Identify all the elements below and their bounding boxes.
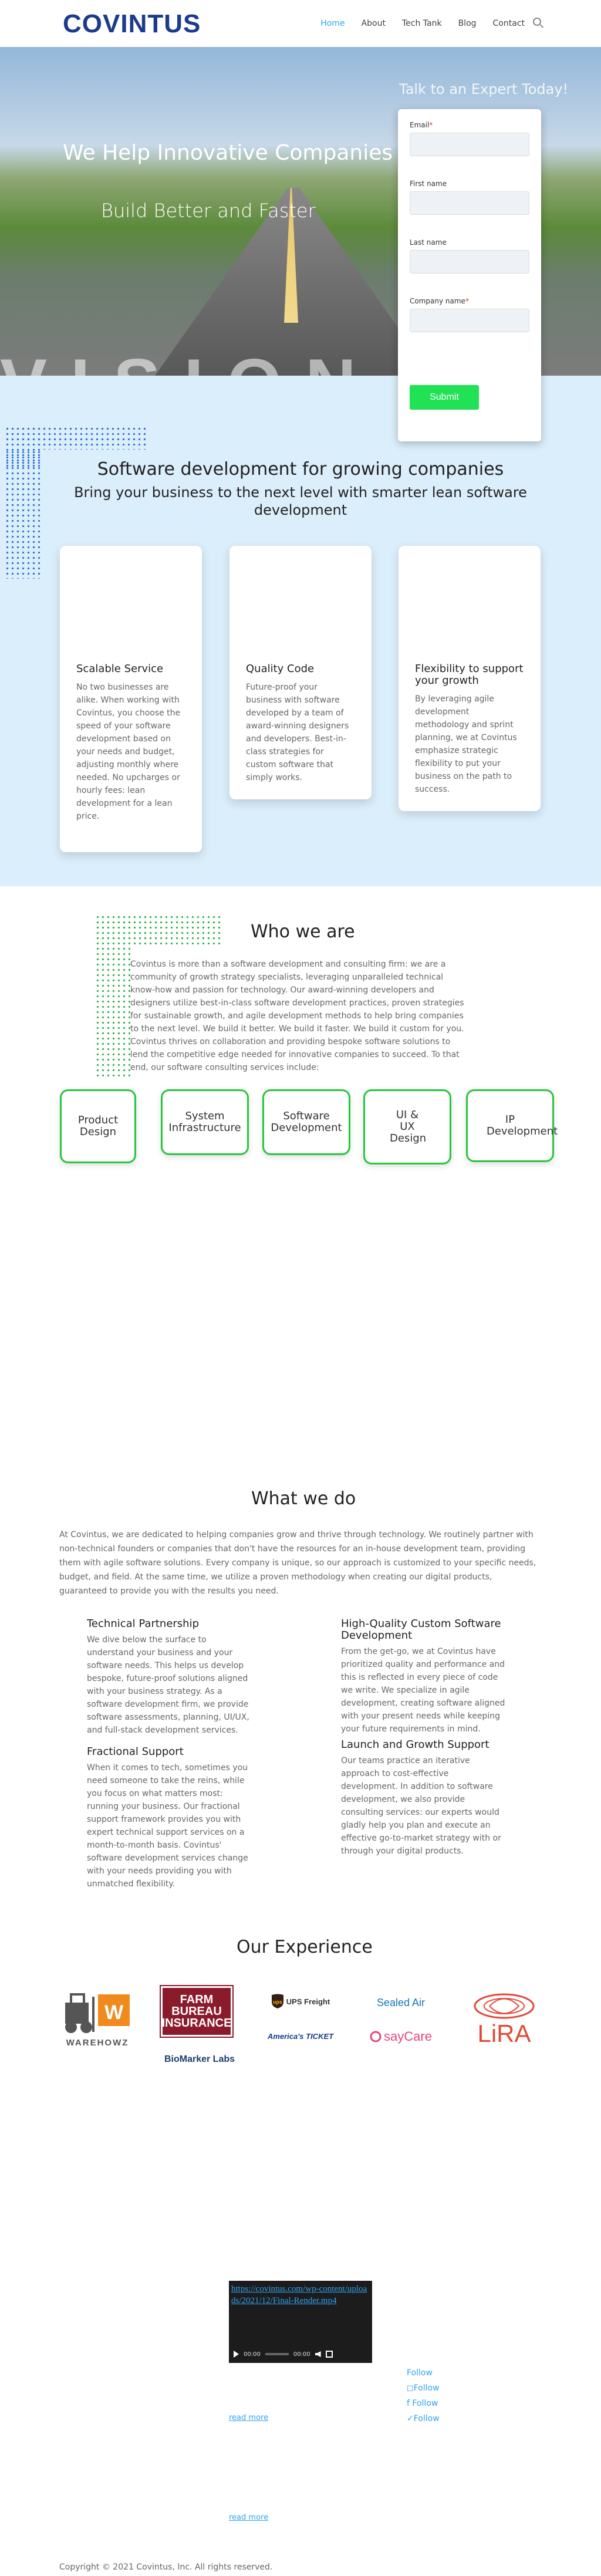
service-product-design[interactable]: Product Design — [60, 1089, 136, 1163]
service-software-development[interactable]: Software Development — [262, 1089, 350, 1155]
facebook-icon: f — [407, 2399, 413, 2408]
what-item-launch: Launch and Growth Support Our teams prac… — [341, 1739, 507, 1858]
main-nav: Home About Tech Tank Blog Contact — [320, 19, 525, 28]
client-logo-biomarker: BioMarker Labs — [164, 2054, 235, 2064]
company-name-field[interactable] — [410, 309, 529, 332]
what-item-technical: Technical Partnership We dive below the … — [87, 1618, 252, 1737]
client-logo-warehowz: W WAREHOWZ — [59, 1987, 136, 2051]
road-painted-word: VISION — [0, 343, 601, 376]
dot-pattern — [5, 450, 41, 579]
svg-text:ups: ups — [273, 1999, 282, 2005]
who-text: Covintus is more than a software develop… — [130, 960, 464, 1072]
video-link[interactable]: https://covintus.com/wp-content/uploads/… — [231, 2284, 367, 2305]
hero-corner-text: Talk to an Expert Today! — [399, 81, 569, 97]
what-item-title: Technical Partnership — [87, 1618, 200, 1630]
dot-pattern — [95, 914, 222, 947]
who-title: Who we are — [251, 921, 355, 942]
ups-shield-icon: ups — [271, 1994, 283, 2008]
what-item-text: From the get-go, we at Covintus have pri… — [341, 1647, 505, 1734]
client-logo-farm-bureau: FARM BUREAU INSURANCE — [160, 1985, 234, 2038]
what-item-quality: High-Quality Custom Software Development… — [341, 1618, 507, 1736]
volume-icon[interactable] — [315, 2351, 321, 2357]
nav-blog[interactable]: Blog — [458, 19, 477, 28]
card-scalable: Scalable Service No two businesses are a… — [60, 546, 202, 852]
hero-title: We Help Innovative Companies — [63, 141, 393, 165]
email-field[interactable] — [410, 133, 529, 156]
card-quality: Quality Code Future-proof your business … — [229, 546, 372, 799]
email-label: Email* — [410, 121, 433, 129]
last-name-label: Last name — [410, 238, 447, 247]
what-item-text: When it comes to tech, sometimes you nee… — [87, 1763, 248, 1889]
video-duration: 00:00 — [293, 2351, 310, 2358]
fullscreen-icon[interactable] — [325, 2351, 333, 2358]
software-subtitle: Bring your business to the next level wi… — [74, 484, 527, 518]
hero-subtitle: Build Better and Faster — [101, 200, 316, 222]
first-name-label: First name — [410, 180, 447, 188]
social-follow-facebook[interactable]: f Follow — [407, 2399, 438, 2408]
video-current-time: 00:00 — [244, 2351, 261, 2358]
lira-emblem-icon — [474, 1993, 535, 2019]
card-text: No two businesses are alike. When workin… — [76, 683, 181, 821]
software-title: Software development for growing compani… — [97, 459, 504, 480]
forklift-icon: W — [65, 1993, 130, 2033]
what-item-text: We dive below the surface to understand … — [87, 1635, 249, 1735]
copyright-text: Copyright © 2021 Covintus, Inc. All righ… — [59, 2563, 273, 2572]
play-icon[interactable] — [234, 2351, 239, 2358]
service-ui-ux-design[interactable]: UI & UX Design — [363, 1089, 451, 1164]
first-name-field[interactable] — [410, 191, 529, 215]
social-follow-twitter[interactable]: ✓Follow — [407, 2414, 440, 2423]
what-item-title: Fractional Support — [87, 1746, 184, 1758]
dot-pattern — [5, 426, 146, 450]
read-more-link-1[interactable]: read more — [229, 2413, 269, 2422]
software-section: Software development for growing compani… — [0, 376, 601, 886]
company-name-label: Company name* — [410, 297, 469, 305]
card-title: Scalable Service — [76, 663, 164, 675]
nav-about[interactable]: About — [361, 19, 386, 28]
client-logo-americas-ticket: America's TICKET — [267, 2031, 334, 2041]
card-title: Flexibility to support your growth — [415, 663, 524, 687]
client-logo-ups-freight: ups UPS Freight — [262, 1991, 339, 2012]
card-title: Quality Code — [246, 663, 315, 675]
client-logo-saycare: sayCare — [363, 2025, 439, 2048]
twitter-icon: ✓ — [407, 2414, 414, 2423]
what-item-title: High-Quality Custom Software Development — [341, 1618, 501, 1642]
social-follow-instagram[interactable]: ◻Follow — [407, 2383, 440, 2393]
client-logo-sealed-air: Sealed Air — [376, 1996, 426, 2008]
svg-text:W: W — [104, 2001, 124, 2024]
what-item-title: Launch and Growth Support — [341, 1738, 489, 1751]
what-item-text: Our teams practice an iterative approach… — [341, 1756, 501, 1856]
instagram-icon: ◻ — [407, 2383, 414, 2393]
client-logo-lira: LiRA — [468, 1987, 540, 2051]
read-more-link-2[interactable]: read more — [229, 2513, 269, 2522]
service-system-infrastructure[interactable]: System Infrastructure — [161, 1089, 249, 1155]
site-header: COVINTUS Home About Tech Tank Blog Conta… — [0, 0, 601, 47]
what-intro: At Covintus, we are dedicated to helping… — [59, 1530, 536, 1596]
nav-tech-tank[interactable]: Tech Tank — [401, 19, 442, 28]
card-text: By leveraging agile development methodol… — [415, 694, 517, 794]
submit-button[interactable]: Submit — [410, 385, 479, 410]
nav-home[interactable]: Home — [320, 19, 345, 28]
video-player[interactable]: https://covintus.com/wp-content/uploads/… — [229, 2281, 372, 2363]
what-title: What we do — [251, 1488, 356, 1509]
card-text: Future-proof your business with software… — [246, 683, 349, 782]
nav-contact[interactable]: Contact — [492, 19, 525, 28]
last-name-field[interactable] — [410, 250, 529, 274]
covintus-logo[interactable]: COVINTUS — [63, 9, 201, 38]
card-flexibility: Flexibility to support your growth By le… — [399, 546, 541, 811]
social-follow-1[interactable]: Follow — [407, 2368, 433, 2378]
saycare-icon — [370, 2031, 381, 2042]
video-progress-bar[interactable] — [265, 2353, 289, 2355]
contact-form: Email* First name Last name Company name… — [398, 109, 541, 441]
video-controls: 00:00 00:00 — [229, 2345, 372, 2363]
experience-title: Our Experience — [237, 1937, 373, 1957]
service-ip-development[interactable]: IP Development — [466, 1089, 558, 1162]
search-icon[interactable] — [533, 18, 541, 26]
what-item-fractional: Fractional Support When it comes to tech… — [87, 1746, 252, 1890]
